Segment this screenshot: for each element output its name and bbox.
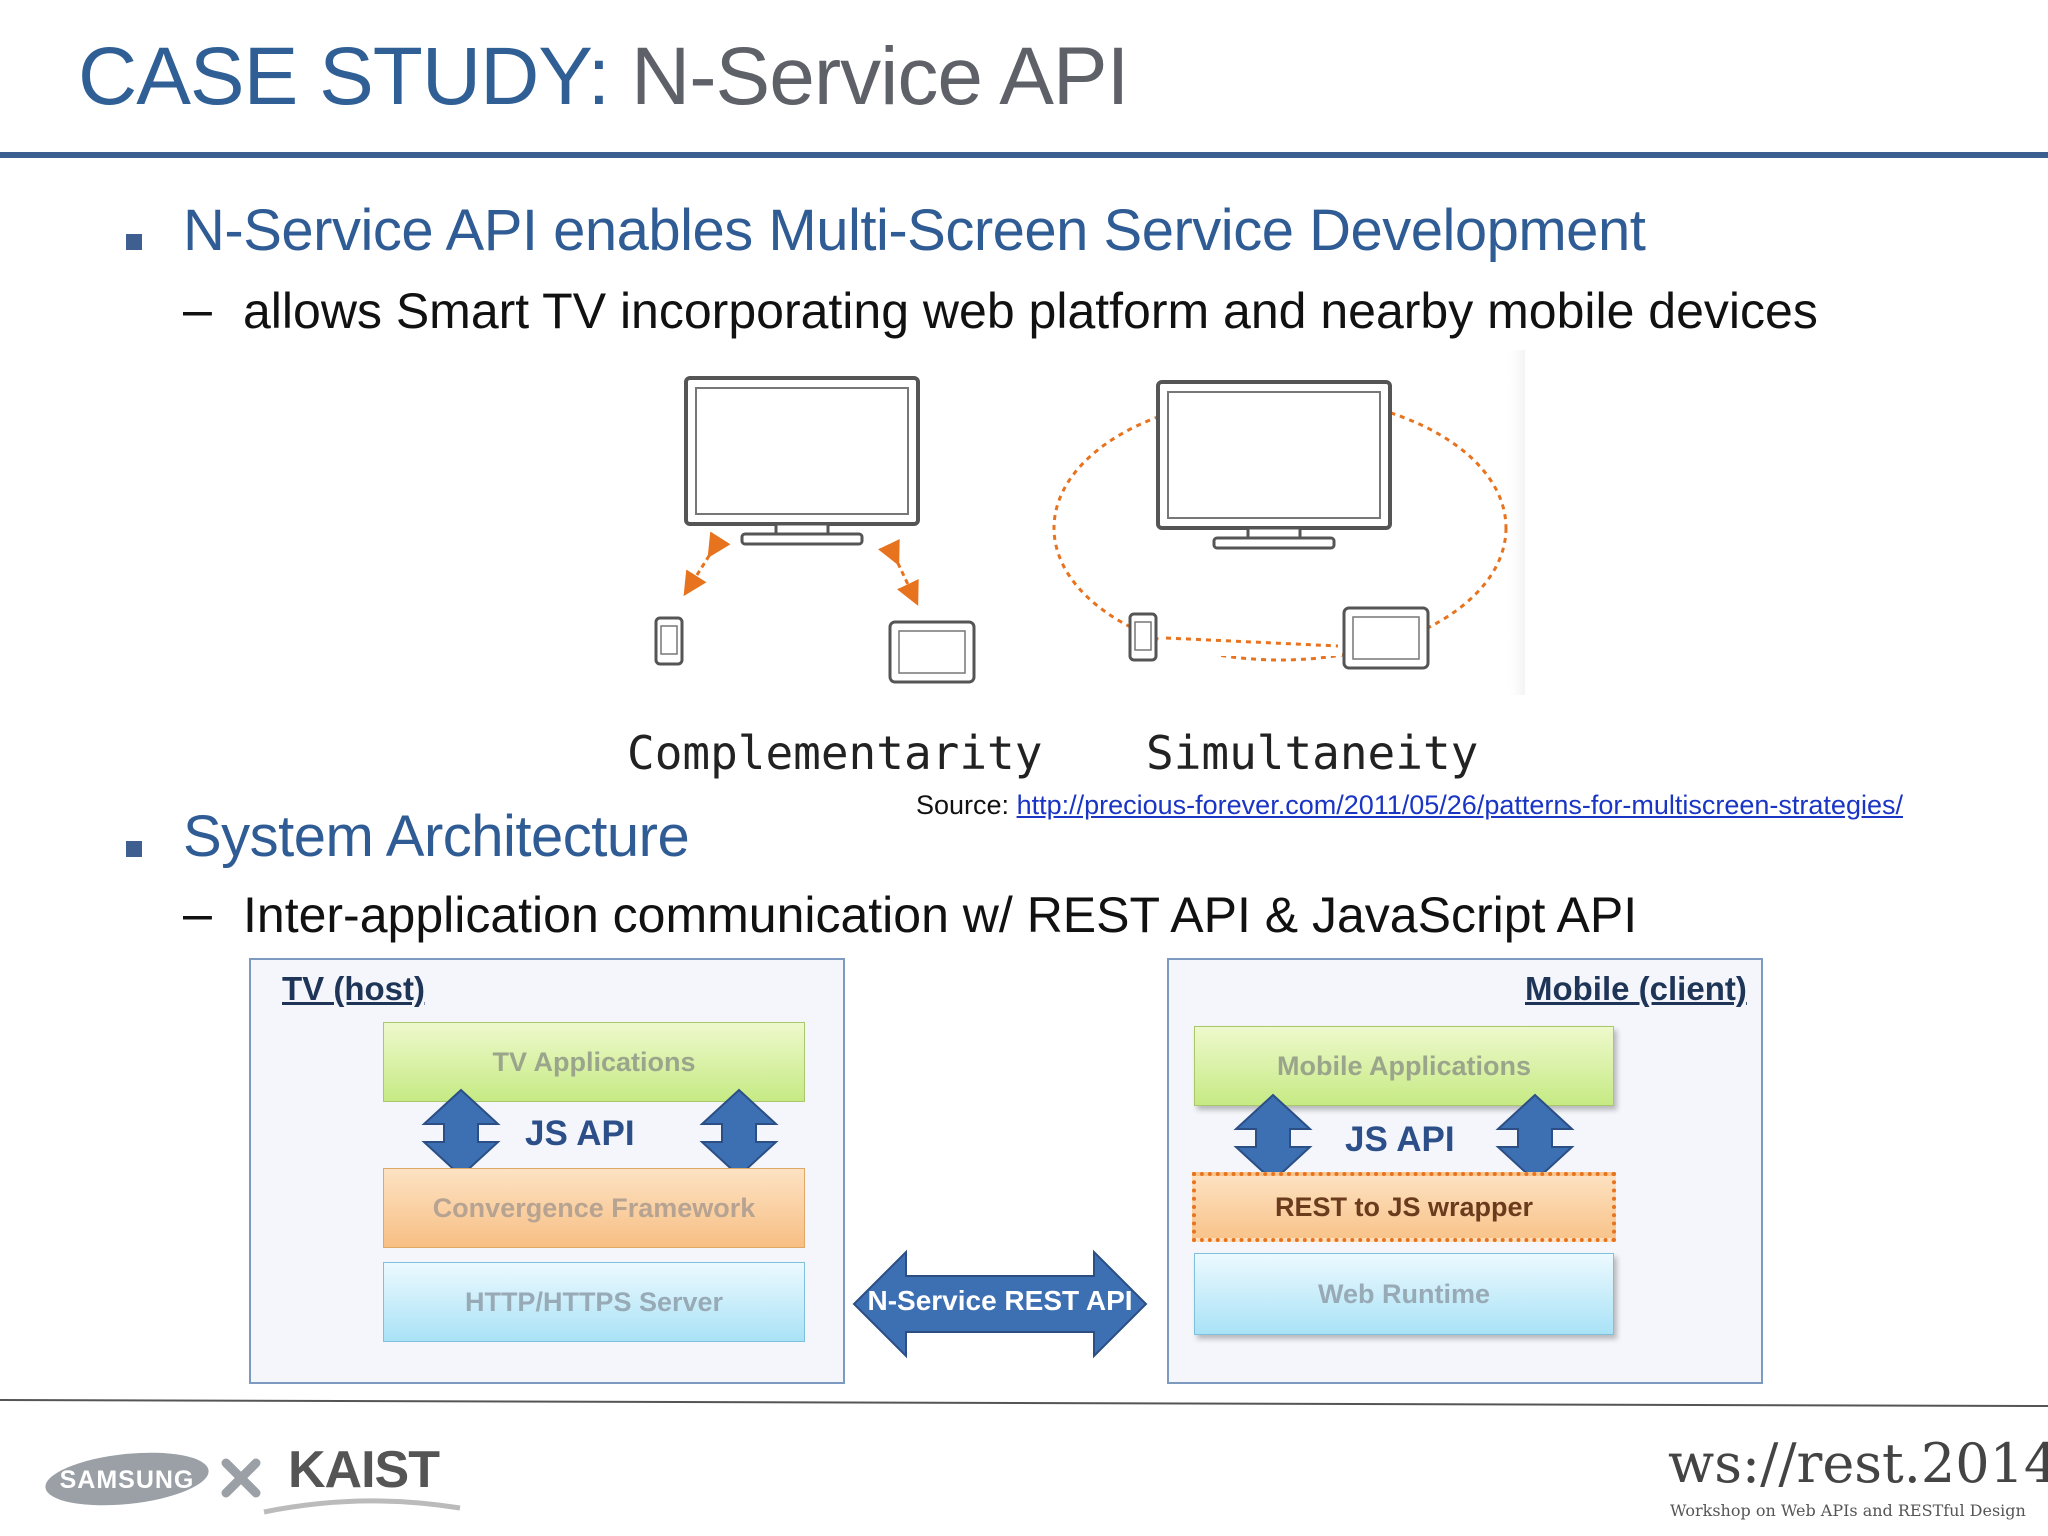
samsung-logo-text: SAMSUNG: [60, 1466, 195, 1494]
http-server-layer: HTTP/HTTPS Server: [383, 1262, 805, 1342]
bullet-1-dash: –: [183, 281, 212, 339]
tv-icon: [684, 376, 920, 546]
bullet-1-subtext: allows Smart TV incorporating web platfo…: [243, 283, 1818, 339]
kaist-swoosh-icon: [263, 1498, 461, 1515]
source-citation: Source: http://precious-forever.com/2011…: [916, 790, 1903, 821]
bullet-2-dash: –: [183, 885, 212, 943]
web-runtime-layer: Web Runtime: [1194, 1253, 1614, 1335]
slide-title: CASE STUDY: N-Service API: [78, 30, 1129, 124]
source-link[interactable]: http://precious-forever.com/2011/05/26/p…: [1016, 790, 1903, 820]
tv-host-heading: TV (host): [282, 970, 425, 1007]
caption-simultaneity: Simultaneity: [1146, 726, 1479, 780]
bullet-square-icon: [126, 234, 142, 250]
tv-js-api-label: JS API: [525, 1114, 635, 1153]
rest-api-arrow-icon: [852, 1249, 1148, 1359]
rest-to-js-wrapper-layer: REST to JS wrapper: [1192, 1172, 1616, 1242]
phone-icon: [654, 616, 684, 666]
title-strong: CASE STUDY:: [78, 31, 610, 122]
bullet-square-icon: [126, 841, 142, 857]
samsung-logo: SAMSUNG: [45, 1452, 209, 1506]
multiscreen-illustration: [610, 350, 1525, 795]
caption-complementarity: Complementarity: [627, 726, 1043, 780]
double-arrow-icon: [699, 1088, 779, 1178]
bullet-2-subtext: Inter-application communication w/ REST …: [243, 887, 1638, 943]
tablet-icon: [888, 620, 976, 684]
multiscreen-diagram-icon: [654, 350, 1525, 695]
convergence-framework-layer: Convergence Framework: [383, 1168, 805, 1248]
tv-applications-layer: TV Applications: [383, 1022, 805, 1102]
double-arrow-icon: [1495, 1093, 1575, 1183]
double-arrow-icon: [421, 1088, 501, 1178]
ws-rest-tagline: Workshop on Web APIs and RESTful Design: [1670, 1501, 2026, 1520]
bullet-1-heading: N-Service API enables Multi-Screen Servi…: [183, 198, 1646, 263]
rest-api-arrow-label: N-Service REST API: [867, 1285, 1133, 1316]
title-rule: [0, 152, 2048, 158]
mobile-js-api-label: JS API: [1345, 1120, 1455, 1159]
cross-icon: [221, 1458, 261, 1498]
mobile-client-heading: Mobile (client): [1525, 970, 1747, 1007]
footer-rule: [0, 1399, 2048, 1407]
tv-icon: [1156, 380, 1392, 550]
double-arrow-icon: [1233, 1093, 1313, 1183]
title-light: N-Service API: [609, 31, 1129, 122]
kaist-logo: KAIST: [288, 1441, 440, 1499]
tablet-icon: [1342, 606, 1430, 670]
ws-rest-logo: ws://rest.2014: [1668, 1432, 2048, 1495]
source-prefix: Source:: [916, 790, 1017, 820]
bullet-2-heading: System Architecture: [183, 804, 690, 869]
phone-icon: [1128, 612, 1158, 662]
mobile-applications-layer: Mobile Applications: [1194, 1026, 1614, 1106]
